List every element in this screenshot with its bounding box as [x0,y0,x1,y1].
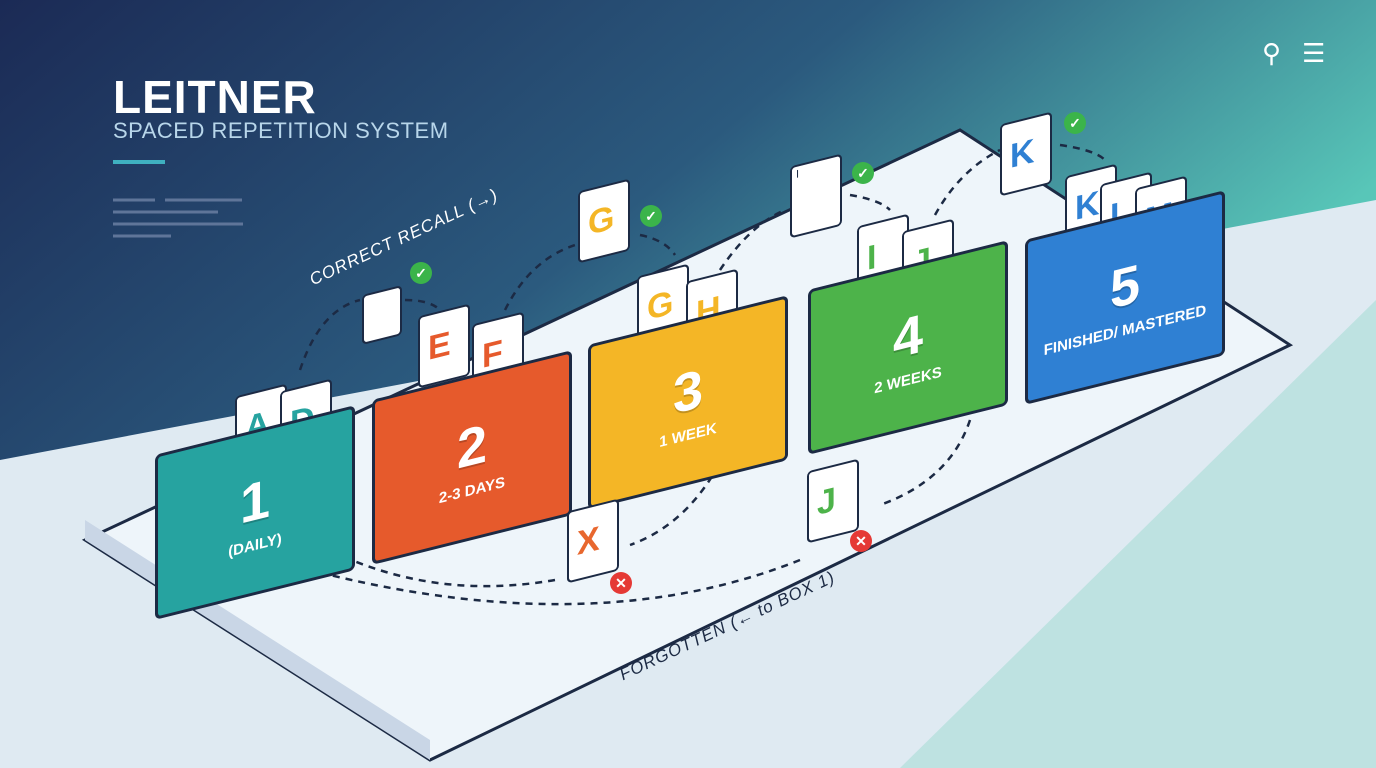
cross-icon: ✕ [610,572,632,594]
cross-icon: ✕ [850,530,872,552]
check-icon: ✓ [640,205,662,227]
check-icon: ✓ [410,262,432,284]
check-icon: ✓ [1064,112,1086,134]
card-e: E [418,303,470,389]
page-subtitle: SPACED REPETITION SYSTEM [113,118,449,143]
forgotten-card-x: X [567,498,619,584]
forgotten-card-j: J [807,458,859,544]
promoted-card-i: I [790,153,842,239]
promoted-card-g: G [578,178,630,264]
check-icon: ✓ [852,162,874,184]
menu-icon[interactable]: ☰ [1302,38,1326,68]
page-title: LEITNER [113,71,317,123]
promoted-card [362,285,402,345]
search-icon[interactable]: ⚲ [1262,38,1282,68]
promoted-card-k: K [1000,111,1052,197]
